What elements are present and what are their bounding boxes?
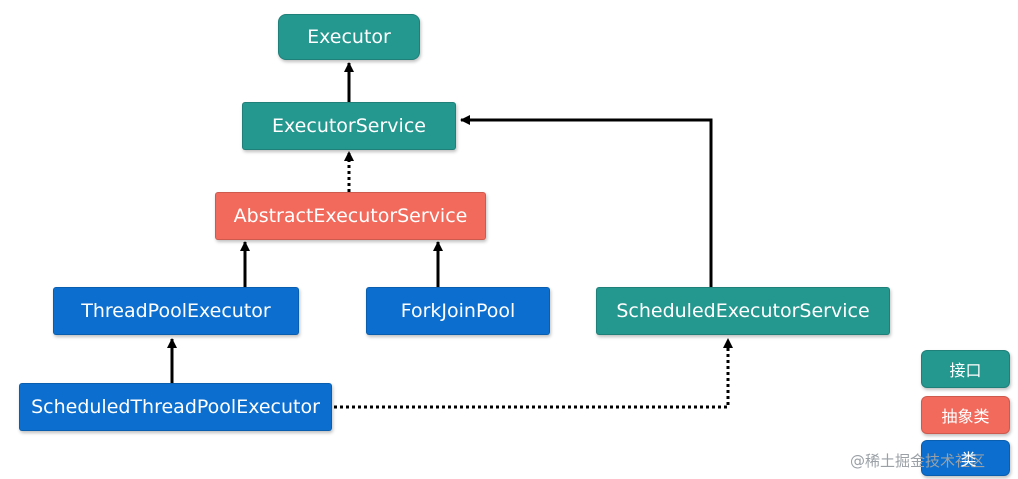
watermark-text: @稀土掘金技术社区	[850, 452, 986, 470]
edge-scheduledexecutorservice-to-executorservice	[460, 115, 713, 287]
node-fork-join-pool: ForkJoinPool	[366, 287, 550, 335]
edge-scheduledthreadpoolexecutor-to-scheduledexecutorservice	[334, 338, 733, 409]
node-scheduled-executor-service-label: ScheduledExecutorService	[616, 300, 870, 322]
node-executor-service-label: ExecutorService	[272, 115, 426, 137]
node-thread-pool-executor: ThreadPoolExecutor	[53, 287, 299, 335]
node-scheduled-thread-pool-executor-label: ScheduledThreadPoolExecutor	[31, 396, 320, 418]
legend-abstract-class-label: 抽象类	[941, 407, 990, 426]
legend-interface-label: 接口	[949, 361, 982, 380]
node-abstract-executor-service: AbstractExecutorService	[215, 192, 486, 240]
legend-interface: 接口	[921, 350, 1010, 388]
node-executor-label: Executor	[307, 26, 391, 48]
node-abstract-executor-service-label: AbstractExecutorService	[233, 205, 468, 227]
node-scheduled-executor-service: ScheduledExecutorService	[596, 287, 890, 335]
node-thread-pool-executor-label: ThreadPoolExecutor	[81, 300, 271, 322]
legend-abstract-class: 抽象类	[921, 396, 1010, 434]
legend-class: 类	[921, 440, 1010, 476]
legend-class-label: 类	[960, 450, 977, 469]
node-executor: Executor	[278, 14, 420, 60]
node-scheduled-thread-pool-executor: ScheduledThreadPoolExecutor	[19, 383, 332, 431]
node-fork-join-pool-label: ForkJoinPool	[400, 300, 516, 322]
node-executor-service: ExecutorService	[242, 102, 456, 150]
